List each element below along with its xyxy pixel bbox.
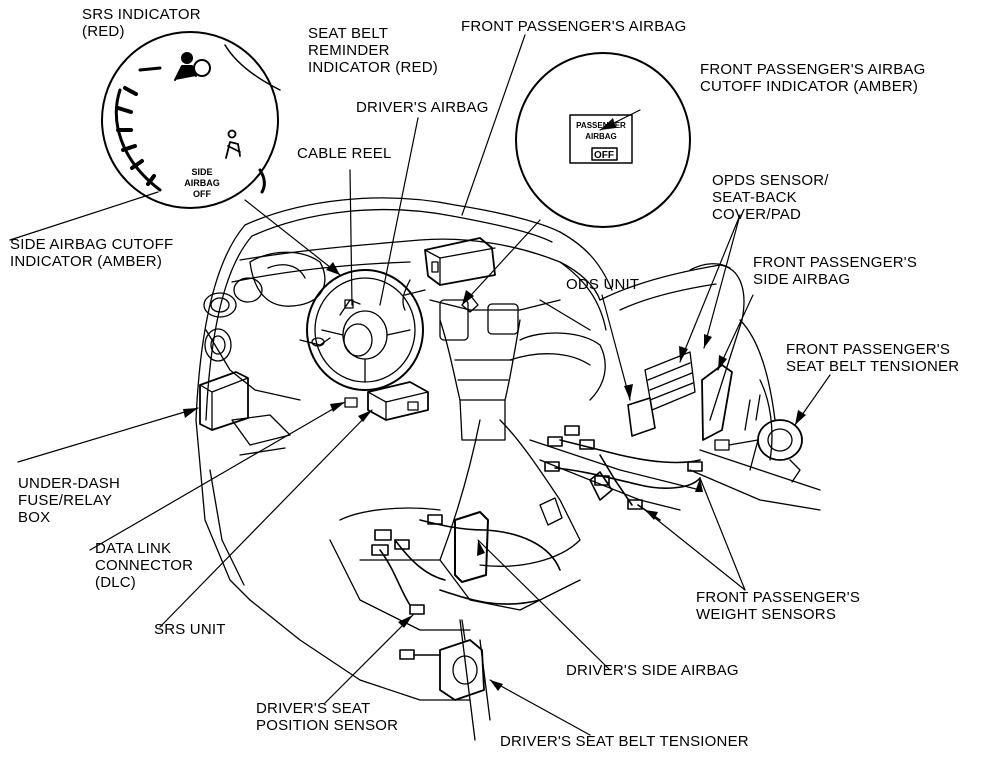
off-indicator-text: OFF [594,150,614,161]
label-side-airbag-cutoff: SIDE AIRBAG CUTOFF INDICATOR (AMBER) [10,236,174,270]
label-cable-reel: CABLE REEL [297,145,392,162]
driver-side-airbag-part [454,497,563,583]
passenger-side-airbag-part [701,364,733,441]
label-front-passenger-side-airbag: FRONT PASSENGER'S SIDE AIRBAG [753,254,918,288]
under-dash-fuse-box [199,371,249,431]
passenger-airbag-indicator-text: PASSENGER AIRBAG OFF [576,121,626,161]
front-passenger-airbag-module [402,237,496,313]
passenger-floor-harness [544,425,703,521]
side-airbag-off-line-1: SIDE [191,167,212,177]
srs-indicator-icon [174,52,211,81]
srs-unit-module [367,381,429,421]
label-under-dash-fuse-relay-box: UNDER-DASH FUSE/RELAY BOX [18,475,121,526]
label-front-passenger-airbag: FRONT PASSENGER'S AIRBAG [461,18,687,35]
vehicle-body-outline [195,197,821,721]
driver-seat-belt-tensioner-part [439,619,485,741]
label-drivers-airbag: DRIVER'S AIRBAG [356,99,489,116]
arrowheads [183,118,806,691]
label-data-link-connector: DATA LINK CONNECTOR (DLC) [95,540,194,591]
side-airbag-off-line-3: OFF [193,189,211,199]
passenger-airbag-line-1: PASSENGER [576,121,626,130]
label-front-passenger-seat-belt-tensioner: FRONT PASSENGER'S SEAT BELT TENSIONER [786,341,960,375]
label-srs-unit: SRS UNIT [154,621,226,638]
label-drivers-side-airbag: DRIVER'S SIDE AIRBAG [566,662,739,679]
passenger-seat-belt-tensioner-part [714,394,803,483]
cutoff-indicator-inset [515,52,691,228]
data-link-connector-part [344,397,358,408]
side-airbag-off-line-2: AIRBAG [184,178,220,188]
label-drivers-seat-belt-tensioner: DRIVER'S SEAT BELT TENSIONER [500,733,749,750]
driver-seat-harness [371,514,561,660]
label-seat-belt-reminder: SEAT BELT REMINDER INDICATOR (RED) [308,25,438,76]
label-drivers-seat-position-sensor: DRIVER'S SEAT POSITION SENSOR [256,700,399,734]
label-front-passenger-airbag-cutoff: FRONT PASSENGER'S AIRBAG CUTOFF INDICATO… [700,61,926,95]
seat-belt-reminder-icon [225,129,241,159]
steering-wheel [306,269,424,391]
opds-sensor-pad [644,351,696,411]
label-srs-indicator: SRS INDICATOR (RED) [82,6,201,40]
gauge-inset [101,31,281,209]
passenger-airbag-line-2: AIRBAG [585,132,617,141]
label-opds-sensor: OPDS SENSOR/ SEAT-BACK COVER/PAD [712,172,829,223]
leader-lines [9,34,831,736]
side-airbag-off-text: SIDE AIRBAG OFF [184,167,220,199]
label-front-passenger-weight-sensors: FRONT PASSENGER'S WEIGHT SENSORS [696,589,861,623]
label-ods-unit: ODS UNIT [566,276,640,293]
ods-unit-part [627,397,656,437]
cable-reel [299,337,331,347]
